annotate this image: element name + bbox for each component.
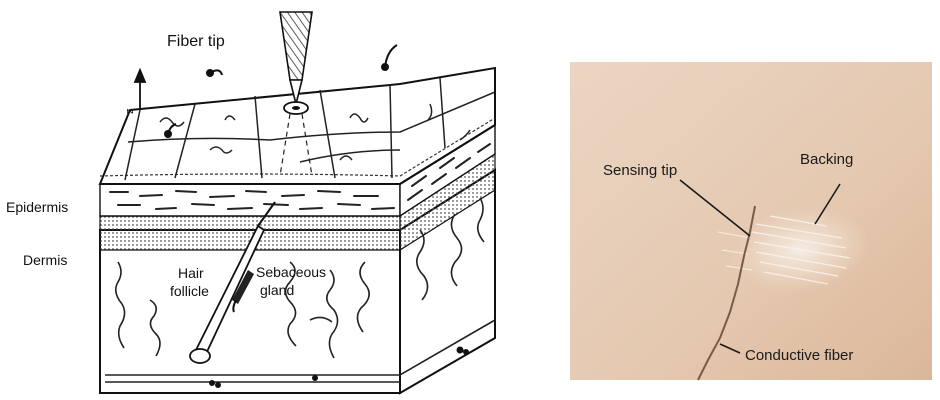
- label-epidermis: Epidermis: [6, 199, 68, 215]
- epidermis-front: [100, 184, 400, 216]
- label-backing: Backing: [800, 151, 853, 168]
- label-dermis: Dermis: [23, 252, 67, 268]
- skin-section-diagram: Fiber tip z Epidermis Dermis Hair follic…: [6, 12, 495, 393]
- label-follicle: follicle: [170, 283, 209, 299]
- label-hair: Hair: [178, 265, 204, 281]
- sensor-photo: Sensing tip Backing Conductive fiber: [570, 62, 932, 380]
- label-sebaceous: Sebaceous: [256, 264, 326, 280]
- label-conductive-fiber: Conductive fiber: [745, 347, 853, 364]
- label-sensing-tip: Sensing tip: [603, 162, 677, 179]
- z-axis-arrow: [135, 70, 145, 108]
- label-gland: gland: [260, 282, 294, 298]
- label-fiber-tip: Fiber tip: [167, 33, 225, 50]
- label-axis-z: z: [124, 109, 136, 115]
